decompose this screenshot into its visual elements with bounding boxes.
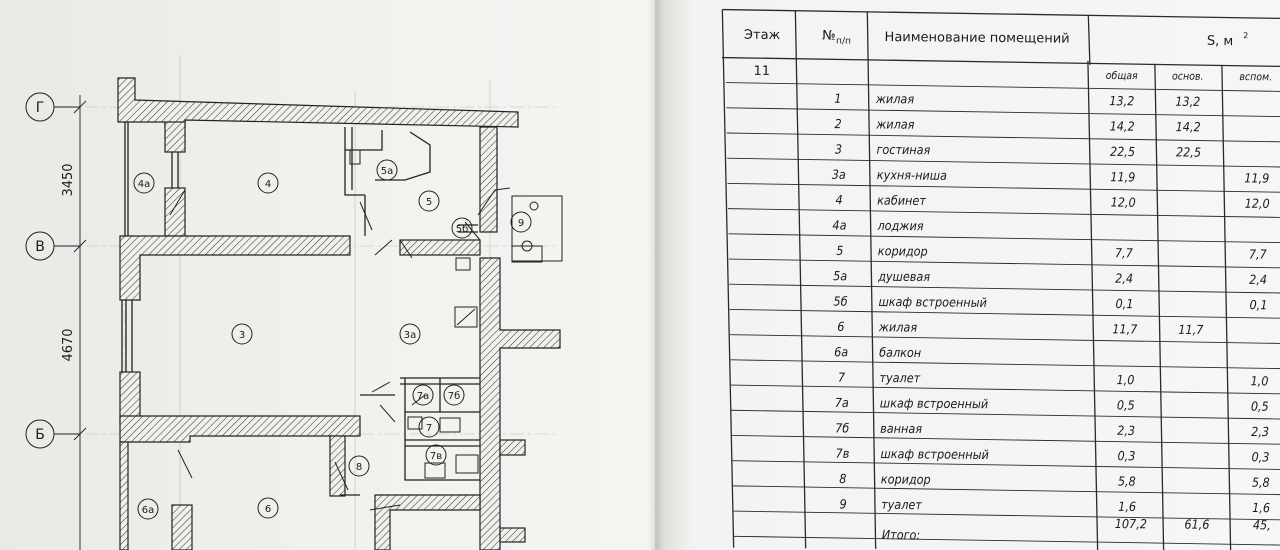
svg-text:5а: 5а [381, 166, 394, 177]
axis-label: Г [36, 100, 45, 116]
dimension-text: 3450 [61, 163, 76, 196]
explication-page [655, 0, 1280, 550]
svg-text:5: 5 [426, 197, 432, 208]
dimension-line [73, 95, 87, 550]
page-fold [648, 0, 664, 550]
room-tag: 4 [257, 172, 279, 194]
partitions [121, 122, 480, 496]
room-tag: 6 [257, 497, 279, 519]
room-tags: 4а 4 5а 5 5б 9 3 3а 7а 7б 7 7в 8 6а 6 [133, 159, 532, 520]
room-tag: 5а [376, 159, 398, 181]
svg-text:3а: 3а [404, 330, 417, 341]
room-tag: 7б [443, 384, 465, 406]
room-tag: 7 [418, 416, 440, 438]
svg-text:7б: 7б [448, 391, 461, 402]
room-tag: 7в [425, 444, 447, 466]
svg-text:3: 3 [239, 330, 245, 341]
room-tag: 4а [133, 172, 155, 194]
axis-marker-b: Б [25, 419, 80, 449]
axis-label: Б [35, 427, 45, 443]
svg-text:8: 8 [356, 462, 362, 473]
svg-text:7а: 7а [417, 391, 430, 402]
svg-text:4: 4 [265, 179, 271, 190]
svg-text:6: 6 [265, 504, 271, 515]
svg-text:7: 7 [426, 423, 432, 434]
svg-text:6а: 6а [142, 505, 155, 516]
axis-marker-g: Г [25, 92, 80, 122]
floor-plan: Г В Б 3450 4670 [25, 55, 563, 550]
doors [169, 187, 511, 511]
room-tag: 5б [451, 217, 473, 239]
walls [117, 77, 561, 550]
room-tag: 6а [137, 498, 159, 520]
svg-text:5б: 5б [456, 224, 469, 235]
dimension-text: 4670 [61, 328, 76, 361]
floor-plan-page [0, 0, 655, 550]
svg-text:4а: 4а [138, 179, 151, 190]
svg-text:9: 9 [518, 218, 524, 229]
axis-marker-v: В [25, 231, 80, 261]
fixtures [349, 149, 563, 479]
room-tag: 5 [418, 190, 440, 212]
room-tag: 3 [231, 323, 253, 345]
room-tag: 3а [399, 323, 421, 345]
room-tag: 9 [510, 211, 532, 233]
axis-markers: Г В Б [25, 92, 80, 449]
axis-label: В [35, 239, 45, 255]
room-tag: 7а [412, 384, 434, 406]
svg-text:7в: 7в [430, 451, 442, 462]
room-tag: 8 [348, 455, 370, 477]
